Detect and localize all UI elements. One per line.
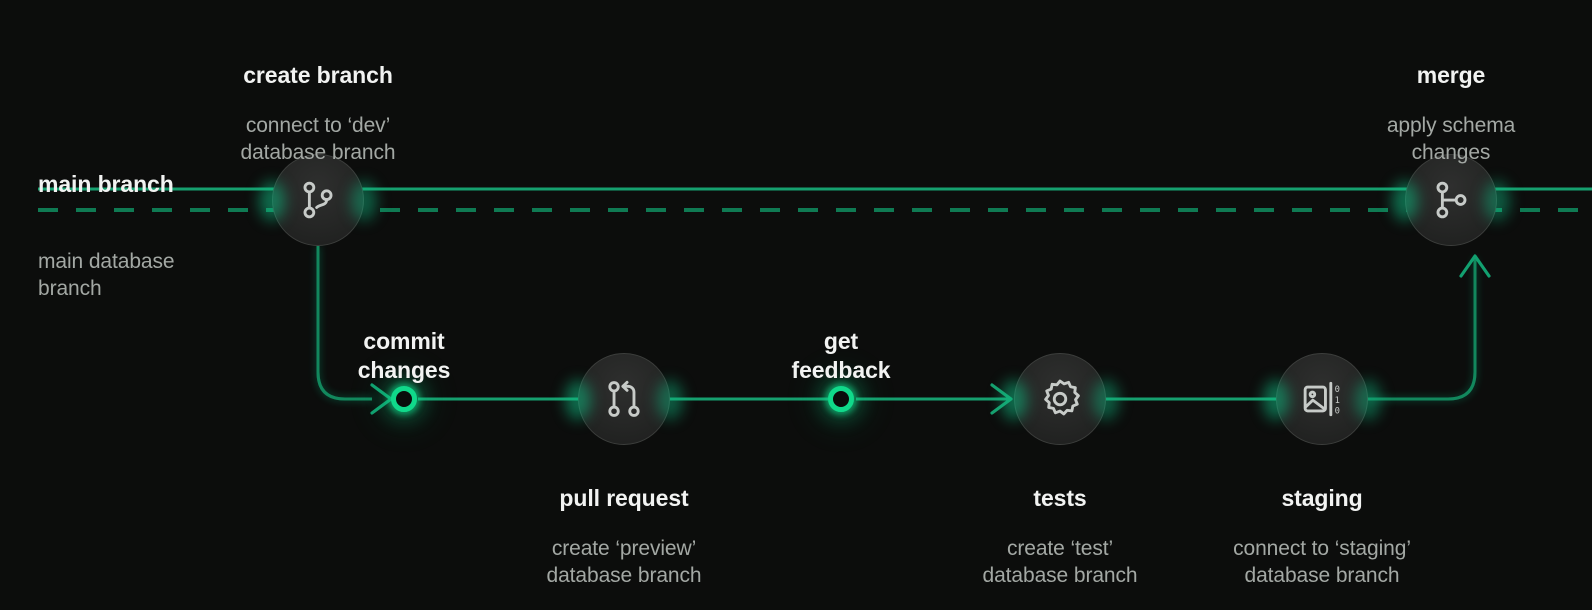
label-main-branch: main branch	[38, 150, 174, 219]
create-branch-title: create branch	[243, 62, 393, 89]
gear-icon	[1044, 379, 1080, 416]
node-glow-right	[657, 380, 683, 420]
label-main-database-branch: main database branch	[38, 226, 175, 322]
tests-title: tests	[1033, 485, 1087, 512]
node-glow-left	[1263, 380, 1289, 420]
create-branch-subtitle: connect to ‘dev’ database branch	[240, 114, 396, 164]
main-branch-title: main branch	[38, 171, 174, 198]
label-merge: merge apply schema changes	[1387, 41, 1515, 186]
node-pull-request[interactable]	[565, 353, 683, 445]
node-glow-right	[1093, 380, 1119, 420]
staging-to-merge-wire	[1366, 258, 1477, 401]
git-pull-request-icon	[608, 380, 640, 417]
label-get-feedback: get feedback	[792, 307, 891, 405]
arrow-into-merge-icon	[1459, 254, 1491, 278]
label-commit-changes: commit changes	[358, 307, 451, 405]
label-pull-request: pull request create ‘preview’ database b…	[547, 464, 702, 609]
node-get-feedback[interactable]	[828, 386, 854, 412]
node-glow-right	[351, 181, 377, 221]
commit-changes-title: commit changes	[357, 328, 451, 384]
merge-subtitle: apply schema changes	[1386, 114, 1516, 164]
node-tests[interactable]	[1001, 353, 1119, 445]
node-glow-left	[565, 380, 591, 420]
staging-title: staging	[1281, 485, 1363, 512]
node-create-branch[interactable]	[259, 154, 377, 246]
node-glow-right	[1355, 380, 1381, 420]
pull-request-subtitle: create ‘preview’ database branch	[546, 537, 702, 587]
label-staging: staging connect to ‘staging’ database br…	[1233, 464, 1411, 609]
get-feedback-title: get feedback	[791, 328, 891, 384]
tests-subtitle: create ‘test’ database branch	[982, 537, 1138, 587]
node-staging[interactable]: 0 1 0	[1263, 353, 1381, 445]
node-glow-left	[1392, 181, 1418, 221]
main-database-branch-title: main database branch	[38, 250, 175, 300]
label-create-branch: create branch connect to ‘dev’ database …	[241, 41, 396, 186]
staging-to-merge-glow	[1366, 258, 1477, 401]
node-glow-left	[1001, 380, 1027, 420]
staging-image-binary-icon: 0 1 0	[1303, 381, 1340, 417]
svg-text:1: 1	[1335, 396, 1340, 406]
merge-title: merge	[1416, 62, 1486, 89]
staging-subtitle: connect to ‘staging’ database branch	[1233, 537, 1411, 587]
node-glow-left	[259, 181, 285, 221]
svg-text:0: 0	[1335, 407, 1340, 417]
label-tests: tests create ‘test’ database branch	[983, 464, 1138, 609]
node-glow-right	[1484, 181, 1510, 221]
svg-text:0: 0	[1335, 385, 1340, 395]
node-commit-changes[interactable]	[391, 386, 417, 412]
pull-request-title: pull request	[559, 485, 689, 512]
